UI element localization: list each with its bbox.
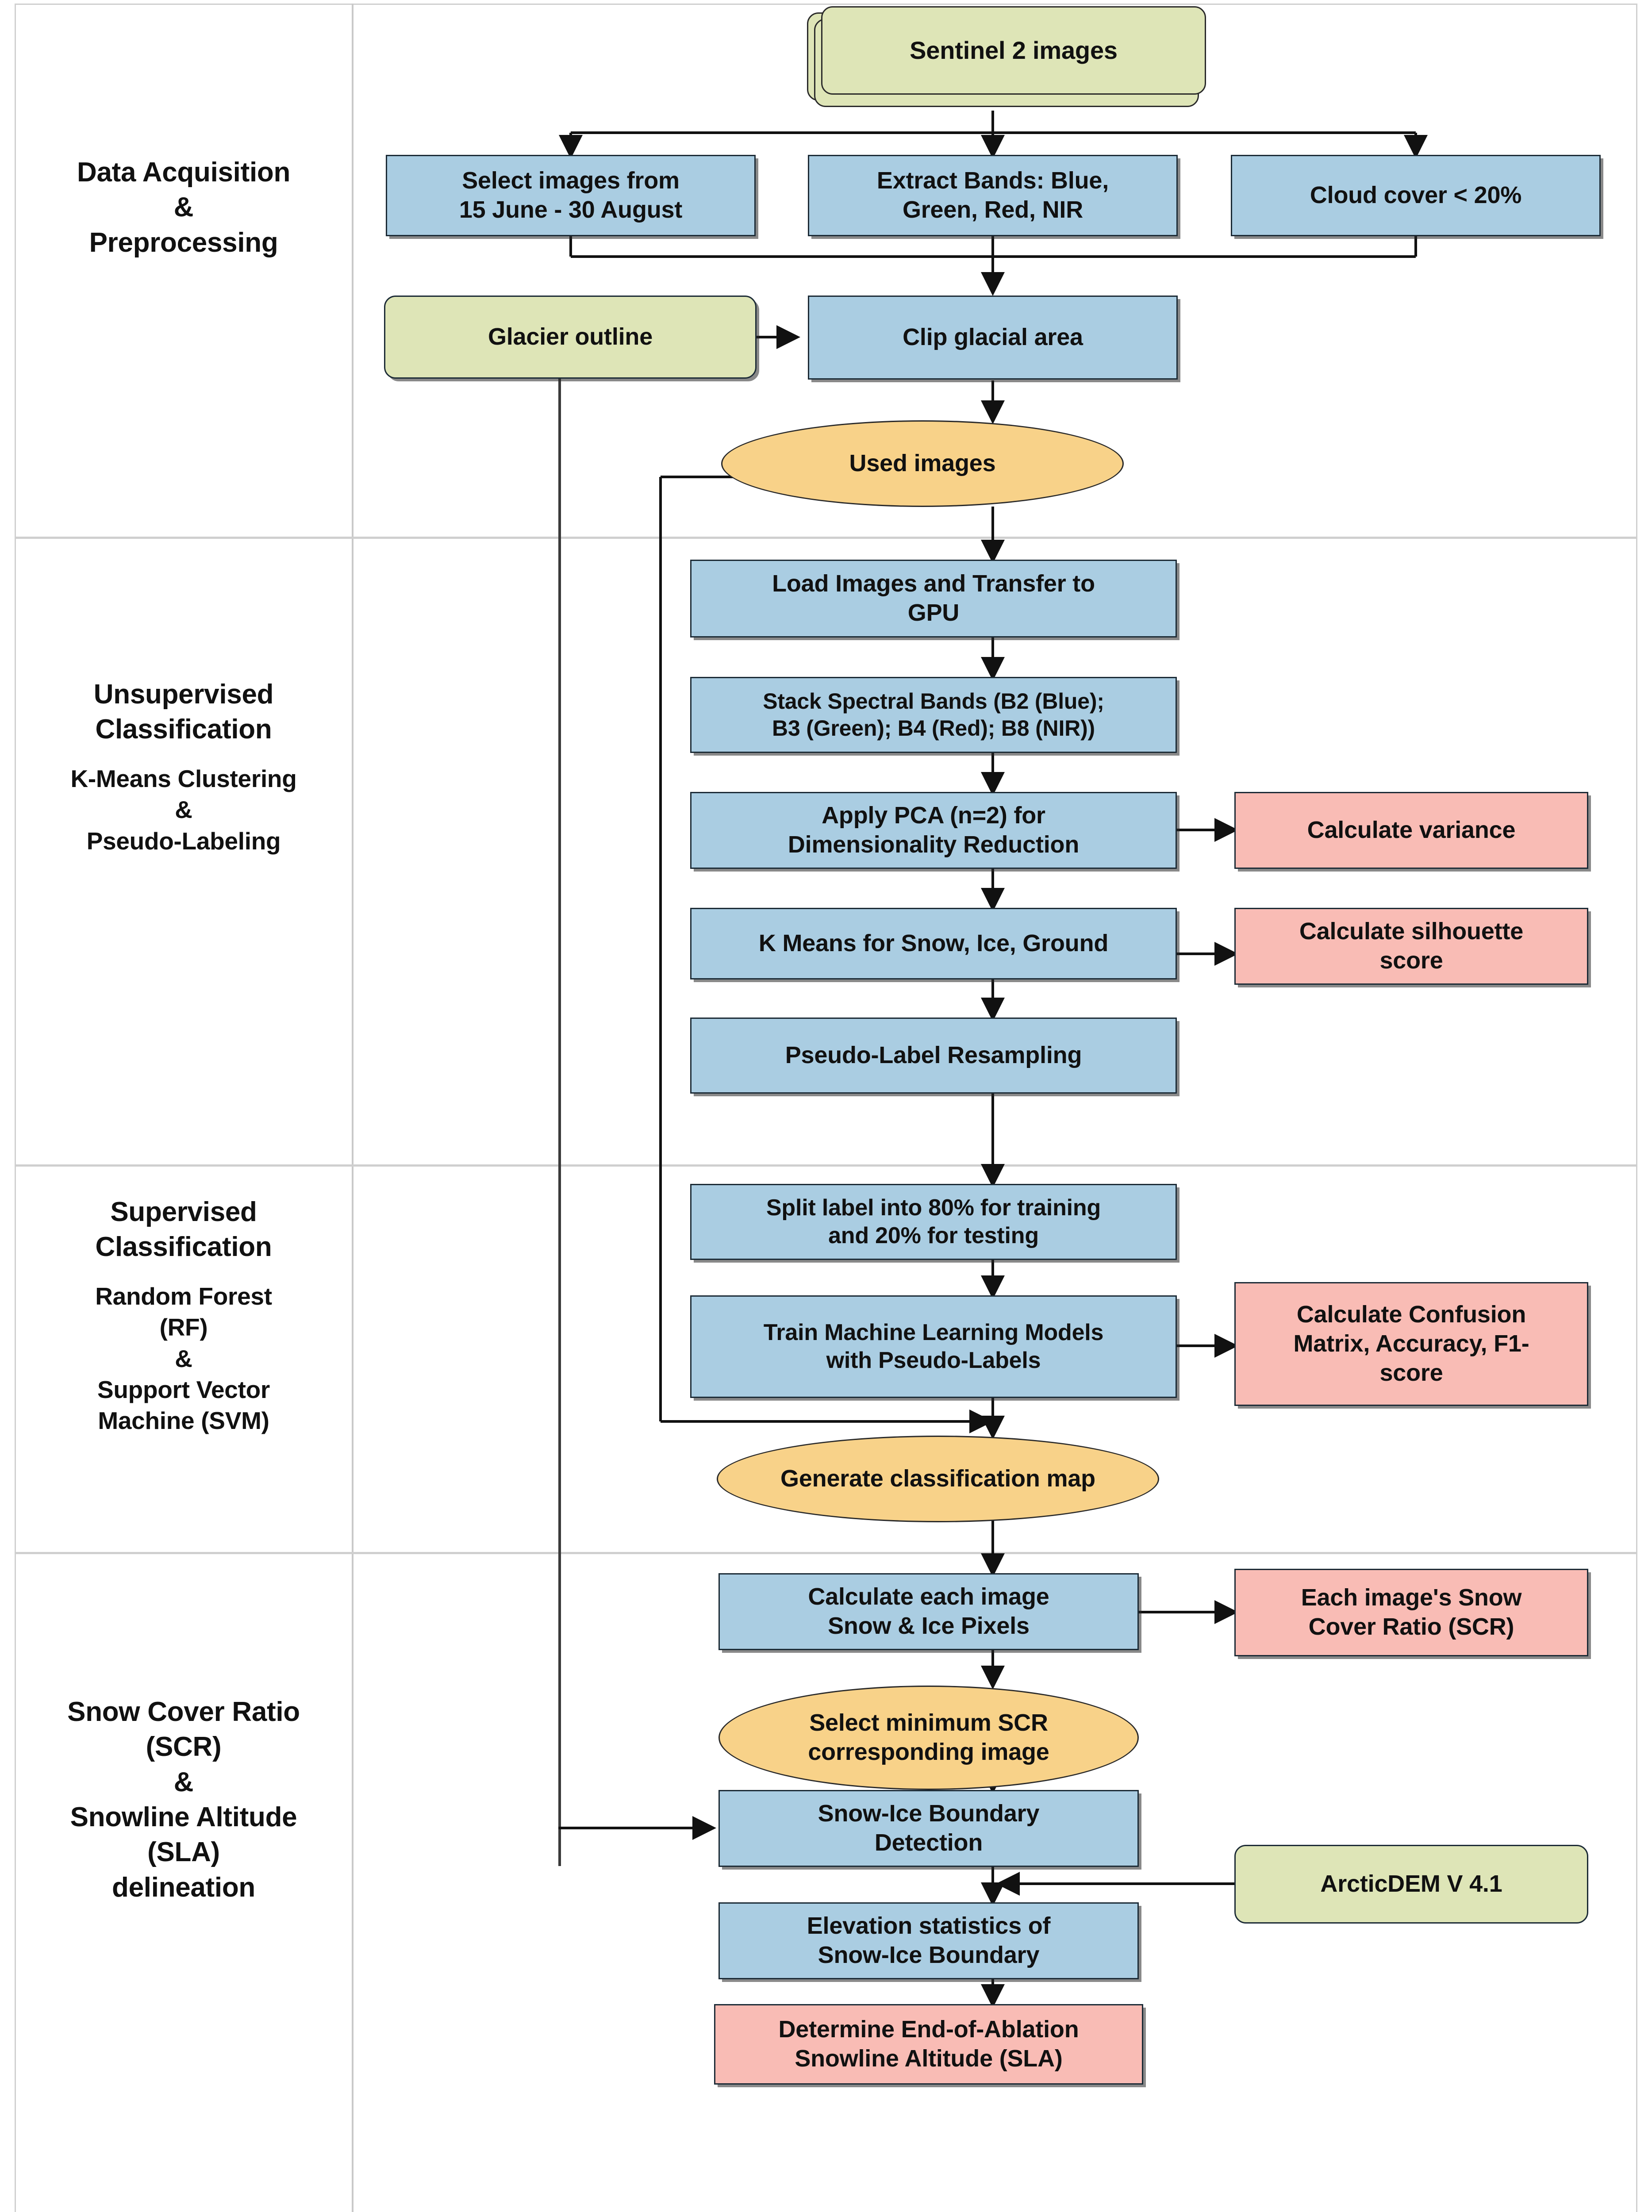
section-divider-1 (15, 537, 1637, 539)
node-apply-pca[interactable]: Apply PCA (n=2) for Dimensionality Reduc… (690, 792, 1177, 869)
node-calculate-variance[interactable]: Calculate variance (1234, 792, 1588, 869)
node-cloud-cover-label: Cloud cover < 20% (1310, 182, 1522, 209)
stage-label-supervised: Supervised Classification Random Forest … (18, 1194, 350, 1436)
node-extract-bands-label: Extract Bands: Blue, Green, Red, NIR (876, 167, 1109, 223)
glacier-outline-rail (558, 371, 561, 1866)
stage-3-sub-2: (RF) (159, 1313, 208, 1341)
section-divider-2 (15, 1164, 1637, 1167)
node-snow-ice-boundary[interactable]: Snow-Ice Boundary Detection (718, 1790, 1139, 1867)
stage-label-data-acquisition: Data Acquisition & Preprocessing (18, 155, 350, 260)
stage-2-gap (18, 747, 350, 763)
node-confusion-matrix-label: Calculate Confusion Matrix, Accuracy, F1… (1293, 1301, 1529, 1386)
node-select-min-scr[interactable]: Select minimum SCR corresponding image (718, 1686, 1139, 1790)
node-elevation-stats-label: Elevation statistics of Snow-Ice Boundar… (807, 1912, 1051, 1968)
stage-label-unsupervised: Unsupervised Classification K-Means Clus… (18, 677, 350, 856)
node-split-label-label: Split label into 80% for training and 20… (766, 1194, 1101, 1248)
node-silhouette-score[interactable]: Calculate silhouette score (1234, 908, 1588, 985)
node-generate-classification-map-label: Generate classification map (780, 1465, 1095, 1492)
node-pseudo-label-resampling-label: Pseudo-Label Resampling (785, 1042, 1082, 1069)
stage-3-sub-1: Random Forest (95, 1282, 272, 1310)
diagram-frame (15, 4, 1637, 2212)
node-determine-sla-label: Determine End-of-Ablation Snowline Altit… (778, 2016, 1079, 2072)
stage-4-line-2: (SCR) (146, 1732, 222, 1763)
node-sentinel-2-images[interactable]: Sentinel 2 images (821, 6, 1206, 95)
node-used-images[interactable]: Used images (721, 420, 1124, 507)
stage-4-line-4: Snowline Altitude (70, 1802, 297, 1833)
node-extract-bands[interactable]: Extract Bands: Blue, Green, Red, NIR (808, 155, 1178, 236)
node-clip-glacial-area[interactable]: Clip glacial area (808, 296, 1178, 380)
node-glacier-outline-label: Glacier outline (488, 323, 653, 350)
stage-2-line-1: Unsupervised (93, 679, 274, 710)
node-snow-ice-boundary-label: Snow-Ice Boundary Detection (818, 1800, 1040, 1856)
node-arcticdem[interactable]: ArcticDEM V 4.1 (1234, 1845, 1588, 1924)
stage-3-line-2: Classification (95, 1232, 272, 1263)
stage-3-gap (18, 1265, 350, 1281)
stage-4-line-1: Snow Cover Ratio (67, 1697, 300, 1727)
stage-2-sub-2: & (175, 796, 192, 824)
node-each-image-scr[interactable]: Each image's Snow Cover Ratio (SCR) (1234, 1569, 1588, 1656)
node-cloud-cover[interactable]: Cloud cover < 20% (1231, 155, 1601, 236)
stage-2-sub-1: K-Means Clustering (70, 764, 297, 792)
stage-1-line-1: Data Acquisition (77, 157, 291, 188)
node-calculate-variance-label: Calculate variance (1307, 817, 1516, 844)
node-kmeans[interactable]: K Means for Snow, Ice, Ground (690, 908, 1177, 979)
stage-3-sub-5: Machine (SVM) (98, 1407, 269, 1435)
node-apply-pca-label: Apply PCA (n=2) for Dimensionality Reduc… (788, 802, 1080, 858)
node-kmeans-label: K Means for Snow, Ice, Ground (758, 930, 1109, 957)
node-pseudo-label-resampling[interactable]: Pseudo-Label Resampling (690, 1018, 1177, 1094)
stage-3-line-1: Supervised (110, 1197, 257, 1227)
stage-4-line-3: & (173, 1767, 194, 1797)
node-used-images-label: Used images (849, 450, 996, 477)
node-stack-bands[interactable]: Stack Spectral Bands (B2 (Blue); B3 (Gre… (690, 677, 1177, 753)
stage-4-line-6: delineation (112, 1872, 255, 1903)
node-select-min-scr-label: Select minimum SCR corresponding image (808, 1709, 1049, 1765)
node-select-images-label: Select images from 15 June - 30 August (459, 167, 683, 223)
node-stack-bands-label: Stack Spectral Bands (B2 (Blue); B3 (Gre… (763, 689, 1104, 741)
node-load-images-gpu[interactable]: Load Images and Transfer to GPU (690, 560, 1177, 637)
node-silhouette-score-label: Calculate silhouette score (1299, 918, 1524, 974)
node-calc-snow-ice-pixels-label: Calculate each image Snow & Ice Pixels (808, 1583, 1049, 1639)
node-generate-classification-map[interactable]: Generate classification map (717, 1436, 1159, 1522)
node-split-label[interactable]: Split label into 80% for training and 20… (690, 1184, 1177, 1260)
node-calc-snow-ice-pixels[interactable]: Calculate each image Snow & Ice Pixels (718, 1573, 1139, 1650)
node-train-models-label: Train Machine Learning Models with Pseud… (763, 1319, 1104, 1373)
stage-3-sub-4: Support Vector (97, 1375, 270, 1403)
column-divider-left (352, 4, 353, 2212)
stage-label-scr-sla: Snow Cover Ratio (SCR) & Snowline Altitu… (18, 1694, 350, 1905)
stage-4-line-5: (SLA) (147, 1837, 220, 1868)
stage-3-sub-3: & (175, 1344, 192, 1372)
node-glacier-outline[interactable]: Glacier outline (384, 296, 757, 379)
node-each-image-scr-label: Each image's Snow Cover Ratio (SCR) (1301, 1584, 1522, 1640)
node-load-images-gpu-label: Load Images and Transfer to GPU (772, 570, 1095, 626)
node-sentinel-2-images-label: Sentinel 2 images (910, 36, 1118, 64)
node-elevation-stats[interactable]: Elevation statistics of Snow-Ice Boundar… (718, 1902, 1139, 1979)
node-determine-sla[interactable]: Determine End-of-Ablation Snowline Altit… (714, 2004, 1143, 2085)
stage-1-line-2: & (173, 192, 194, 223)
stage-2-sub-3: Pseudo-Labeling (86, 827, 281, 855)
stage-2-line-2: Classification (95, 714, 272, 745)
node-clip-glacial-area-label: Clip glacial area (903, 324, 1083, 351)
section-divider-3 (15, 1552, 1637, 1554)
node-arcticdem-label: ArcticDEM V 4.1 (1320, 1870, 1502, 1897)
stage-1-line-3: Preprocessing (89, 227, 278, 258)
node-train-models[interactable]: Train Machine Learning Models with Pseud… (690, 1295, 1177, 1398)
node-select-images[interactable]: Select images from 15 June - 30 August (386, 155, 756, 236)
node-confusion-matrix[interactable]: Calculate Confusion Matrix, Accuracy, F1… (1234, 1282, 1588, 1406)
